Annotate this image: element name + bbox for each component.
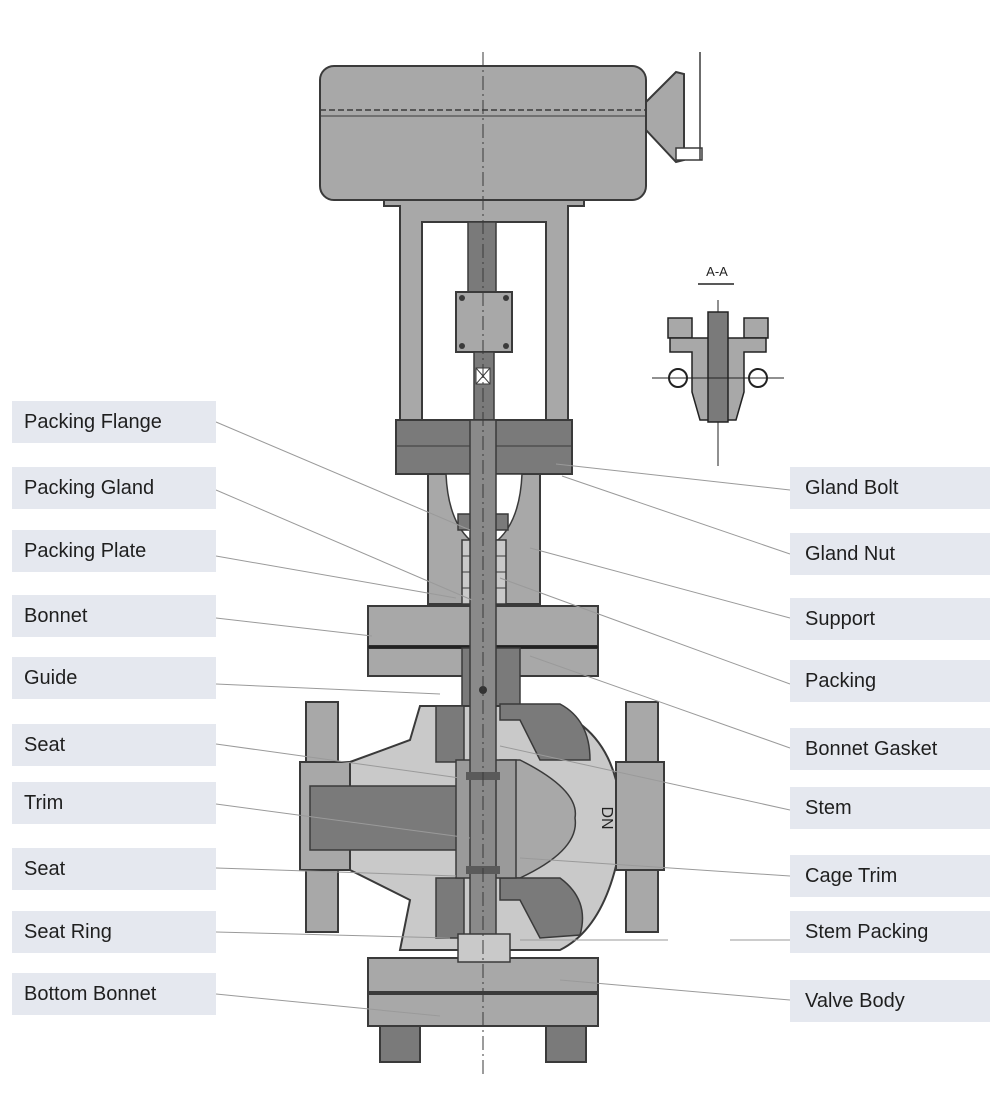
leader-packing-plate — [215, 555, 457, 599]
label-stem: Stem — [790, 787, 990, 829]
leader-trim — [215, 803, 471, 839]
leader-packing-gland — [215, 489, 473, 601]
leader-bottom-bonnet — [215, 993, 441, 1017]
label-cage-trim: Cage Trim — [790, 855, 990, 897]
leader-packing-flange — [215, 421, 471, 531]
leader-packing — [499, 577, 791, 685]
valve-body — [309, 703, 617, 951]
body-marking: DN — [598, 806, 615, 829]
yoke — [383, 199, 585, 421]
right-leader-lines — [499, 463, 791, 1001]
leader-gland-bolt — [555, 463, 791, 491]
leader-bonnet-gasket — [529, 655, 791, 749]
label-packing-plate: Packing Plate — [12, 530, 216, 572]
label-support: Support — [790, 598, 990, 640]
leader-seat-ring — [215, 931, 451, 939]
label-stem-packing: Stem Packing — [790, 911, 990, 953]
leader-support — [529, 547, 791, 619]
section-aa-detail — [652, 283, 784, 466]
label-bonnet-gasket: Bonnet Gasket — [790, 728, 990, 770]
actuator — [319, 52, 703, 201]
label-bottom-bonnet: Bottom Bonnet — [12, 973, 216, 1015]
label-gland-nut: Gland Nut — [790, 533, 990, 575]
label-valve-body: Valve Body — [790, 980, 990, 1022]
outlet-flange — [615, 701, 665, 933]
label-packing-flange: Packing Flange — [12, 401, 216, 443]
label-seat-ring: Seat Ring — [12, 911, 216, 953]
label-packing: Packing — [790, 660, 990, 702]
label-guide: Guide — [12, 657, 216, 699]
leader-stem — [499, 745, 791, 811]
leader-gland-nut — [561, 475, 791, 555]
leader-guide — [215, 683, 441, 695]
leader-seat-lower — [215, 867, 457, 877]
label-packing-gland: Packing Gland — [12, 467, 216, 509]
leader-valve-body — [559, 979, 791, 1001]
label-trim: Trim — [12, 782, 216, 824]
leader-seat-upper — [215, 743, 461, 779]
leader-cage-trim — [519, 857, 791, 877]
section-aa-title: A-A — [706, 264, 728, 279]
label-bonnet: Bonnet — [12, 595, 216, 637]
left-leader-lines — [215, 421, 473, 1017]
label-seat-upper: Seat — [12, 724, 216, 766]
label-gland-bolt: Gland Bolt — [790, 467, 990, 509]
leader-bonnet — [215, 617, 373, 637]
label-seat-lower: Seat — [12, 848, 216, 890]
